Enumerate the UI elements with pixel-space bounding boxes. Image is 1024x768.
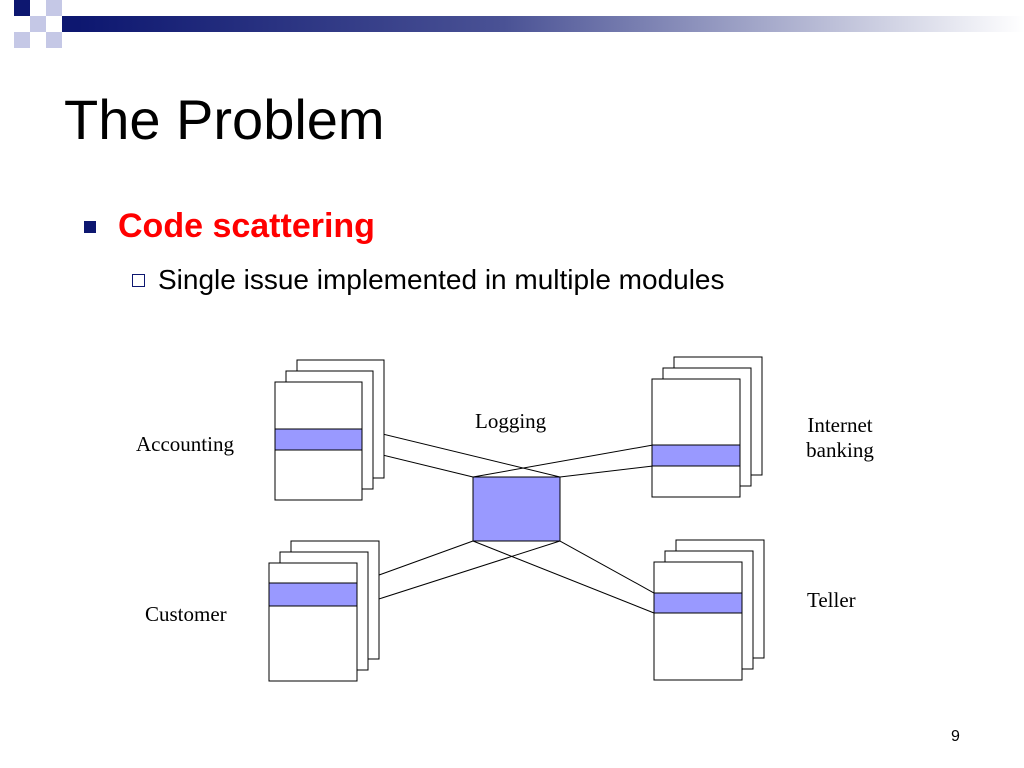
- header-gradient-bar: [78, 16, 1024, 32]
- logging-module-box: [472, 476, 561, 542]
- logging-code-band: [268, 582, 358, 607]
- logging-code-band: [651, 444, 741, 467]
- decor-square: [14, 0, 30, 16]
- bullet-item: Code scattering: [84, 207, 375, 246]
- module-page: [651, 378, 741, 498]
- decor-square: [46, 32, 62, 48]
- connector-line: [472, 540, 655, 614]
- module-stack-customer: [268, 540, 380, 682]
- logging-code-band: [653, 592, 743, 614]
- decor-square: [46, 0, 62, 16]
- module-page: [268, 562, 358, 682]
- module-page: [653, 561, 743, 681]
- accounting-label: Accounting: [136, 432, 234, 456]
- module-stack-accounting: [274, 359, 385, 501]
- internet-banking-label: Internet banking: [792, 413, 888, 463]
- header-decoration: [0, 0, 1024, 48]
- teller-label: Teller: [807, 588, 856, 612]
- hollow-square-bullet-icon: [132, 273, 145, 287]
- module-stack-teller: [653, 539, 765, 681]
- connector-line: [472, 444, 654, 478]
- subbullet-item: Single issue implemented in multiple mod…: [132, 264, 725, 296]
- slide-title: The Problem: [64, 88, 385, 151]
- bullet-text: Code scattering: [118, 207, 375, 245]
- subbullet-text: Single issue implemented in multiple mod…: [158, 264, 725, 295]
- connector-line: [361, 428, 561, 478]
- customer-label: Customer: [145, 602, 227, 626]
- decor-square: [30, 16, 46, 32]
- logging-label: Logging: [475, 409, 547, 433]
- page-number: 9: [951, 728, 960, 745]
- square-bullet-icon: [84, 220, 96, 233]
- connector-line: [356, 540, 561, 607]
- connector-line: [559, 540, 655, 594]
- connector-line: [559, 465, 654, 478]
- internet-banking-label-line: Internet: [807, 413, 873, 437]
- logging-code-band: [274, 428, 363, 451]
- decor-square: [14, 32, 30, 48]
- internet-banking-label-line: banking: [806, 438, 874, 463]
- decor-square: [62, 16, 78, 32]
- module-stack-internet-banking: [651, 356, 763, 498]
